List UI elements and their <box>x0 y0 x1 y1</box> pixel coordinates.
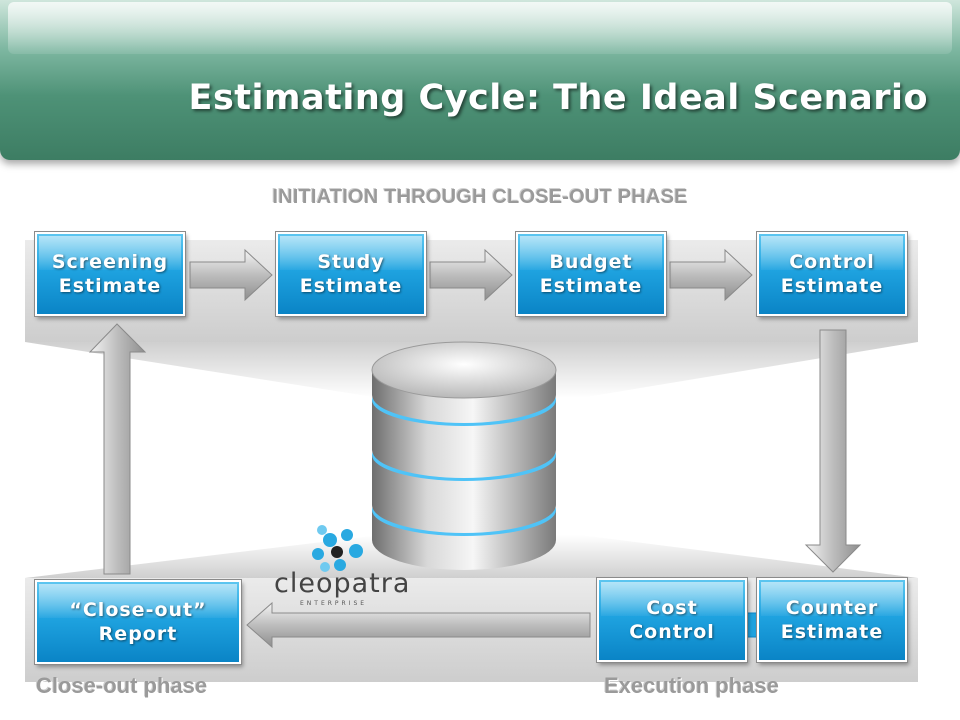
arrow-screening-to-study <box>189 248 273 302</box>
phase-heading: INITIATION THROUGH CLOSE-OUT PHASE <box>272 186 688 208</box>
control-estimate-label: Control Estimate <box>780 251 884 297</box>
cleopatra-logo-icon <box>312 525 363 572</box>
closeout-report-box: “Close-out” Report <box>34 579 242 665</box>
page-title: Estimating Cycle: The Ideal Scenario <box>188 78 928 118</box>
execution-phase-label: Execution phase <box>604 673 779 698</box>
arrow-control-to-counter <box>804 329 862 573</box>
closeout-phase-label: Close-out phase <box>36 673 208 698</box>
screening-estimate-label: Screening Estimate <box>51 251 169 297</box>
budget-estimate-label: Budget Estimate <box>539 251 643 297</box>
closeout-report-label: “Close-out” Report <box>69 599 207 645</box>
logo-subtext: ENTERPRISE <box>300 600 368 607</box>
control-estimate-box: Control Estimate <box>756 231 908 317</box>
counter-estimate-label: Counter Estimate <box>780 597 884 643</box>
arrow-study-to-budget <box>429 248 513 302</box>
study-estimate-box: Study Estimate <box>275 231 427 317</box>
database-icon <box>371 341 557 570</box>
arrow-budget-to-control <box>669 248 753 302</box>
arrow-costcontrol-to-closeout <box>246 601 591 649</box>
study-estimate-label: Study Estimate <box>299 251 403 297</box>
title-banner: Estimating Cycle: The Ideal Scenario <box>0 0 960 160</box>
cost-control-label: Cost Control <box>629 597 715 643</box>
counter-estimate-box: Counter Estimate <box>756 577 908 663</box>
arrow-closeout-to-screening <box>88 323 147 575</box>
budget-estimate-box: Budget Estimate <box>515 231 667 317</box>
screening-estimate-box: Screening Estimate <box>34 231 186 317</box>
logo-text: cleopatra <box>274 568 411 599</box>
cost-control-box: Cost Control <box>596 577 748 663</box>
